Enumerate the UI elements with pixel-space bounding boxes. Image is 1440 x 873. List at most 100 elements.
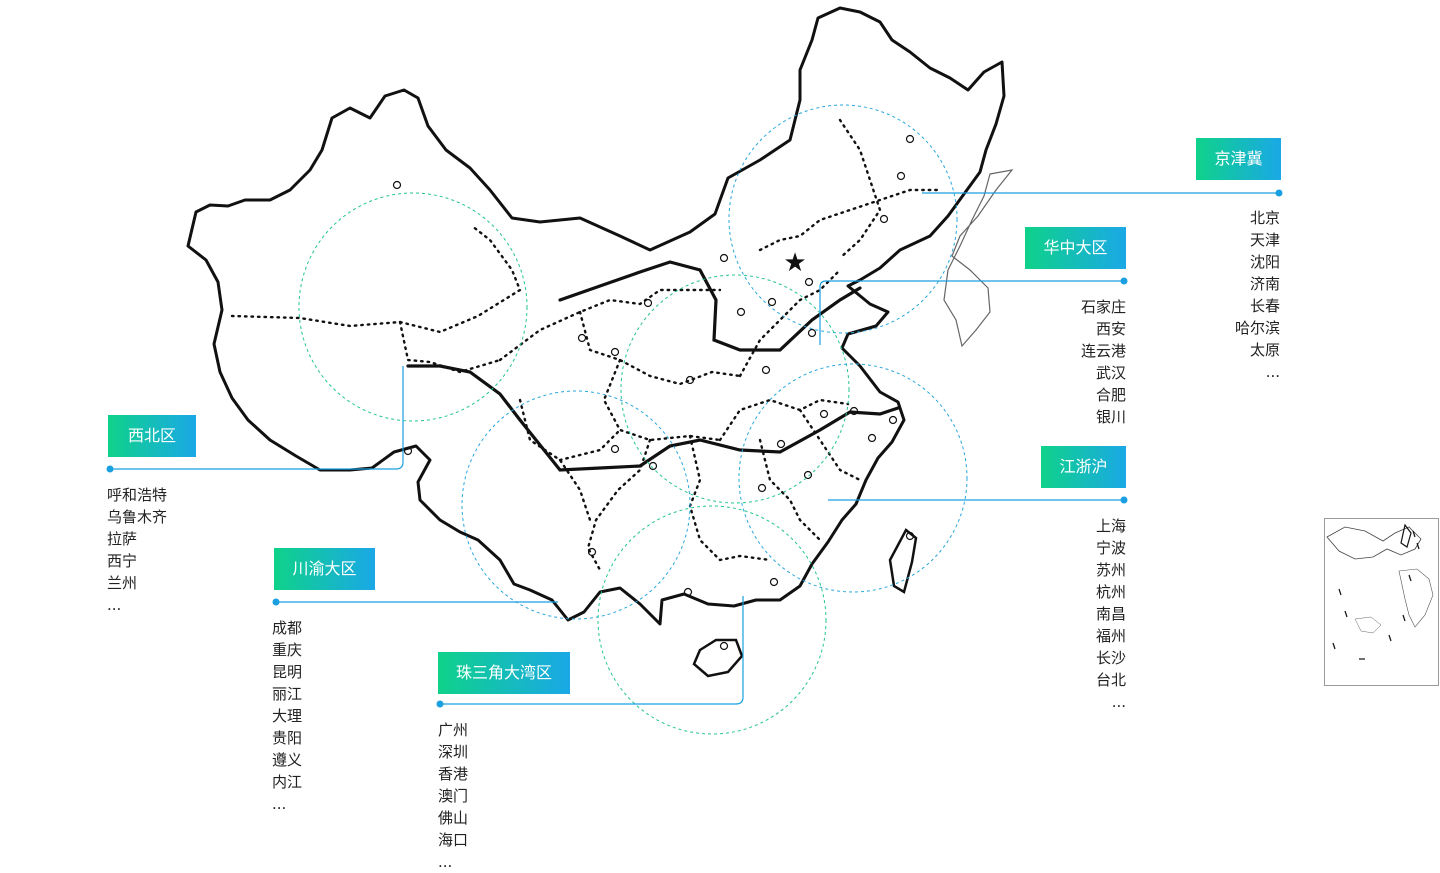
city-item: 拉萨 (107, 530, 138, 548)
city-item: 宁波 (1095, 539, 1126, 557)
city-marker (577, 333, 587, 343)
city-item: 佛山 (438, 809, 469, 827)
city-item: 沈阳 (1249, 253, 1280, 271)
jingjinji-circle (728, 104, 958, 334)
south-china-sea-inset (1324, 518, 1439, 686)
city-item: 长沙 (1095, 649, 1126, 667)
city-item: ... (1111, 693, 1126, 711)
city-marker (807, 328, 817, 338)
city-item: 深圳 (438, 743, 469, 761)
city-item: 银川 (1095, 408, 1126, 426)
city-marker (403, 446, 413, 456)
region-badge-chuanyu: 川渝大区 (274, 548, 375, 590)
huazhong-connector (819, 280, 1124, 345)
korea-outline (943, 169, 1014, 348)
city-marker (849, 406, 859, 416)
city-item: 呼和浩特 (107, 486, 168, 504)
city-item: 遵义 (272, 751, 303, 769)
region-circles (298, 104, 968, 735)
city-item: 海口 (438, 831, 469, 849)
city-list-xibei: 呼和浩特 乌鲁木齐 拉萨 西宁 兰州 ... (107, 484, 167, 616)
city-item: 兰州 (107, 574, 138, 592)
hainan-outline (692, 638, 744, 678)
rivers (406, 260, 900, 472)
city-item: 成都 (272, 619, 303, 637)
city-marker (683, 587, 693, 597)
city-marker (879, 214, 889, 224)
xibei-circle (298, 192, 528, 422)
province-borders (230, 118, 942, 572)
city-item: 大理 (272, 707, 303, 725)
china-outline (186, 6, 1006, 626)
region-badge-huazhong: 华中大区 (1025, 227, 1126, 269)
city-item: 天津 (1249, 231, 1280, 249)
city-item: ... (272, 795, 287, 813)
jiangzhehu-dot (1120, 496, 1128, 504)
region-name-huazhong: 华中大区 (1043, 238, 1108, 257)
city-marker (587, 547, 597, 557)
city-item: 哈尔滨 (1234, 319, 1280, 337)
capital-star-icon: ★ (783, 248, 806, 278)
city-item: 石家庄 (1080, 298, 1126, 316)
city-marker (867, 433, 877, 443)
city-item: 武汉 (1095, 364, 1126, 382)
city-marker (610, 347, 620, 357)
chuanyu-circle (461, 390, 691, 620)
connector-lines (110, 192, 1279, 705)
city-marker (804, 277, 814, 287)
zhusanjiao-circle (597, 505, 827, 735)
city-item: 内江 (272, 773, 303, 791)
city-item: 苏州 (1095, 561, 1126, 579)
city-item: 西安 (1095, 320, 1126, 338)
city-item: 杭州 (1095, 583, 1126, 601)
city-item: 昆明 (272, 663, 303, 681)
city-marker (392, 180, 402, 190)
city-marker (819, 409, 829, 419)
region-badge-zhusanjiao: 珠三角大湾区 (438, 652, 570, 694)
huazhong-circle (620, 274, 850, 504)
city-marker (905, 531, 915, 541)
city-list-huazhong: 石家庄 西安 连云港 武汉 合肥 银川 (1081, 296, 1126, 428)
region-badge-jiangzhehu: 江浙沪 (1041, 446, 1126, 488)
city-item: 上海 (1095, 517, 1126, 535)
city-marker (643, 298, 653, 308)
city-item: ... (1265, 363, 1280, 381)
city-item: 贵阳 (272, 729, 303, 747)
city-list-chuanyu: 成都 重庆 昆明 丽江 大理 贵阳 遵义 内江 ... (272, 617, 302, 815)
city-item: 福州 (1095, 627, 1126, 645)
city-item: 台北 (1095, 671, 1126, 689)
region-name-jiangzhehu: 江浙沪 (1059, 457, 1108, 476)
zhusanjiao-dot (436, 700, 444, 708)
city-item: 南昌 (1095, 605, 1126, 623)
city-item: 广州 (438, 721, 469, 739)
city-marker (767, 297, 777, 307)
city-item: 合肥 (1095, 386, 1126, 404)
city-marker (896, 171, 906, 181)
city-marker (905, 134, 915, 144)
city-item: 太原 (1249, 341, 1280, 359)
city-marker (736, 307, 746, 317)
region-name-jingjinji: 京津冀 (1214, 149, 1263, 168)
city-list-jingjinji: 北京 天津 沈阳 济南 长春 哈尔滨 太原 ... (1235, 207, 1280, 383)
xibei-dot (106, 465, 114, 473)
inset-map (1326, 523, 1434, 660)
city-marker (769, 577, 779, 587)
city-markers (392, 134, 915, 651)
chuanyu-dot (272, 598, 280, 606)
city-item: ... (107, 596, 122, 614)
city-item: 济南 (1249, 275, 1280, 293)
city-item: 乌鲁木齐 (107, 508, 168, 526)
city-list-jiangzhehu: 上海 宁波 苏州 杭州 南昌 福州 长沙 台北 ... (1096, 515, 1126, 713)
city-list-zhusanjiao: 广州 深圳 香港 澳门 佛山 海口 ... (438, 719, 468, 873)
city-item: 西宁 (107, 552, 138, 570)
city-marker (776, 439, 786, 449)
region-name-zhusanjiao: 珠三角大湾区 (455, 663, 552, 682)
city-marker (757, 483, 767, 493)
xibei-connector (110, 366, 404, 470)
huazhong-dot (1120, 277, 1128, 285)
city-item: 北京 (1249, 209, 1280, 227)
city-marker (803, 470, 813, 480)
jingjinji-dot (1275, 189, 1283, 197)
city-item: ... (438, 853, 453, 871)
